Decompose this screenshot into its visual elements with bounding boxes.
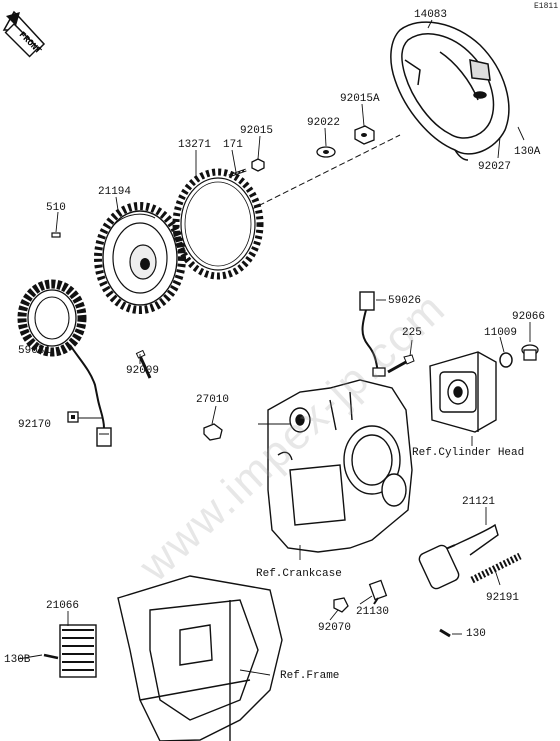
label-92170[interactable]: 92170 xyxy=(18,419,52,431)
plug-92066 xyxy=(521,344,539,361)
stator-59031 xyxy=(17,279,105,429)
generator-cover xyxy=(390,21,510,161)
nut-92015 xyxy=(251,158,265,172)
key-510 xyxy=(51,232,61,238)
leader-lines xyxy=(17,19,531,676)
ring-gear-13271 xyxy=(172,168,264,280)
front-arrow-icon xyxy=(2,10,46,58)
stator-connector xyxy=(96,427,112,447)
front-label: FRONT xyxy=(17,30,44,57)
label-27010[interactable]: 27010 xyxy=(196,394,230,406)
label-92015[interactable]: 92015 xyxy=(240,125,274,137)
label-92191[interactable]: 92191 xyxy=(486,592,520,604)
label-510[interactable]: 510 xyxy=(46,202,66,214)
spring-92191 xyxy=(470,552,522,584)
label-225[interactable]: 225 xyxy=(402,327,422,339)
label-13271[interactable]: 13271 xyxy=(178,139,212,151)
cylinder-head xyxy=(429,351,497,433)
label-14083[interactable]: 14083 xyxy=(414,9,448,21)
label-59026[interactable]: 59026 xyxy=(388,295,422,307)
label-92022[interactable]: 92022 xyxy=(307,117,341,129)
bolt-92009 xyxy=(135,349,152,379)
bolt-225 xyxy=(387,354,415,374)
nut-92015A xyxy=(354,125,375,145)
bolt-130 xyxy=(439,628,451,638)
starter-21121 xyxy=(418,523,499,590)
sensor-21130 xyxy=(368,579,388,605)
switch-27010 xyxy=(203,423,223,441)
crankcase xyxy=(267,379,413,553)
diagram-code: E1811 xyxy=(533,2,558,11)
label-21121[interactable]: 21121 xyxy=(462,496,496,508)
label-130[interactable]: 130 xyxy=(466,628,486,640)
label-92015A[interactable]: 92015A xyxy=(340,93,380,105)
washer-92022 xyxy=(316,146,336,158)
ref-cylinder-head[interactable]: Ref.Cylinder Head xyxy=(412,447,525,459)
sensor-59026 xyxy=(359,291,386,377)
clamp-92170 xyxy=(67,411,79,423)
label-130B[interactable]: 130B xyxy=(4,654,31,666)
front-label-layer: FRONT xyxy=(17,30,44,57)
regulator-21066 xyxy=(59,624,97,678)
label-11009[interactable]: 11009 xyxy=(484,327,518,339)
o-ring-11009 xyxy=(499,352,513,368)
ref-frame[interactable]: Ref.Frame xyxy=(280,670,340,682)
label-130A[interactable]: 130A xyxy=(514,146,541,158)
label-92070[interactable]: 92070 xyxy=(318,622,352,634)
ref-crankcase[interactable]: Ref.Crankcase xyxy=(256,568,342,580)
label-92066[interactable]: 92066 xyxy=(512,311,546,323)
flywheel-21194 xyxy=(94,202,186,314)
label-92027[interactable]: 92027 xyxy=(478,161,512,173)
sensor-92070 xyxy=(333,597,349,613)
label-21066[interactable]: 21066 xyxy=(46,600,80,612)
label-59031[interactable]: 59031 xyxy=(18,345,52,357)
label-92009[interactable]: 92009 xyxy=(126,365,160,377)
label-21130[interactable]: 21130 xyxy=(356,606,390,618)
label-21194[interactable]: 21194 xyxy=(98,186,132,198)
bolt-130B xyxy=(43,653,59,660)
label-171[interactable]: 171 xyxy=(223,139,243,151)
frame xyxy=(117,575,283,741)
